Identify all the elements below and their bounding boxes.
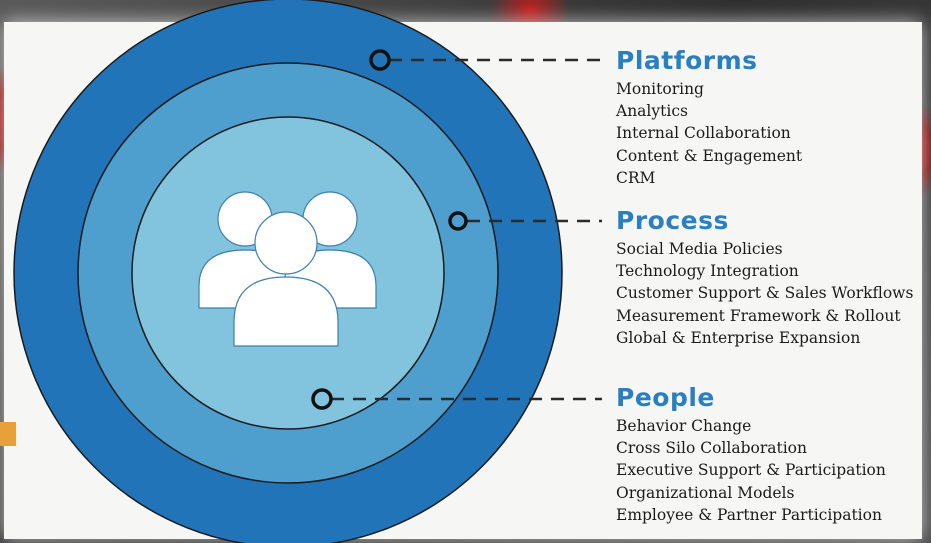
section-platforms: Platforms Monitoring Analytics Internal …	[616, 46, 802, 189]
list-item: Analytics	[616, 102, 688, 121]
section-title-people: People	[616, 383, 715, 412]
list-item: Cross Silo Collaboration	[616, 439, 807, 458]
list-item: Social Media Policies	[616, 240, 783, 258]
list-item: Measurement Framework & Rollout	[616, 306, 901, 325]
people-list: Behavior Change Cross Silo Collaboration…	[616, 415, 886, 526]
section-title-process: Process	[616, 206, 729, 235]
list-item: Technology Integration	[616, 262, 799, 281]
connector-people	[311, 388, 602, 410]
list-item: Employee & Partner Participation	[616, 505, 882, 524]
list-item: Internal Collaboration	[616, 124, 791, 143]
list-item: Behavior Change	[616, 417, 752, 435]
people-group-icon	[198, 191, 377, 347]
process-list: Social Media Policies Technology Integra…	[616, 238, 913, 349]
connector-process	[448, 211, 602, 231]
list-item: Global & Enterprise Expansion	[616, 328, 861, 347]
list-item: Customer Support & Sales Workflows	[616, 284, 914, 303]
connector-platforms	[369, 49, 602, 71]
platforms-list: Monitoring Analytics Internal Collaborat…	[616, 78, 802, 189]
list-item: Monitoring	[616, 80, 704, 98]
list-item: Executive Support & Participation	[616, 461, 886, 480]
section-process: Process Social Media Policies Technology…	[616, 206, 913, 349]
list-item: Organizational Models	[616, 483, 795, 502]
list-item: CRM	[616, 168, 656, 187]
decorative-strip	[0, 422, 16, 446]
section-people: People Behavior Change Cross Silo Collab…	[616, 383, 886, 526]
list-item: Content & Engagement	[616, 146, 803, 165]
section-title-platforms: Platforms	[616, 46, 758, 75]
